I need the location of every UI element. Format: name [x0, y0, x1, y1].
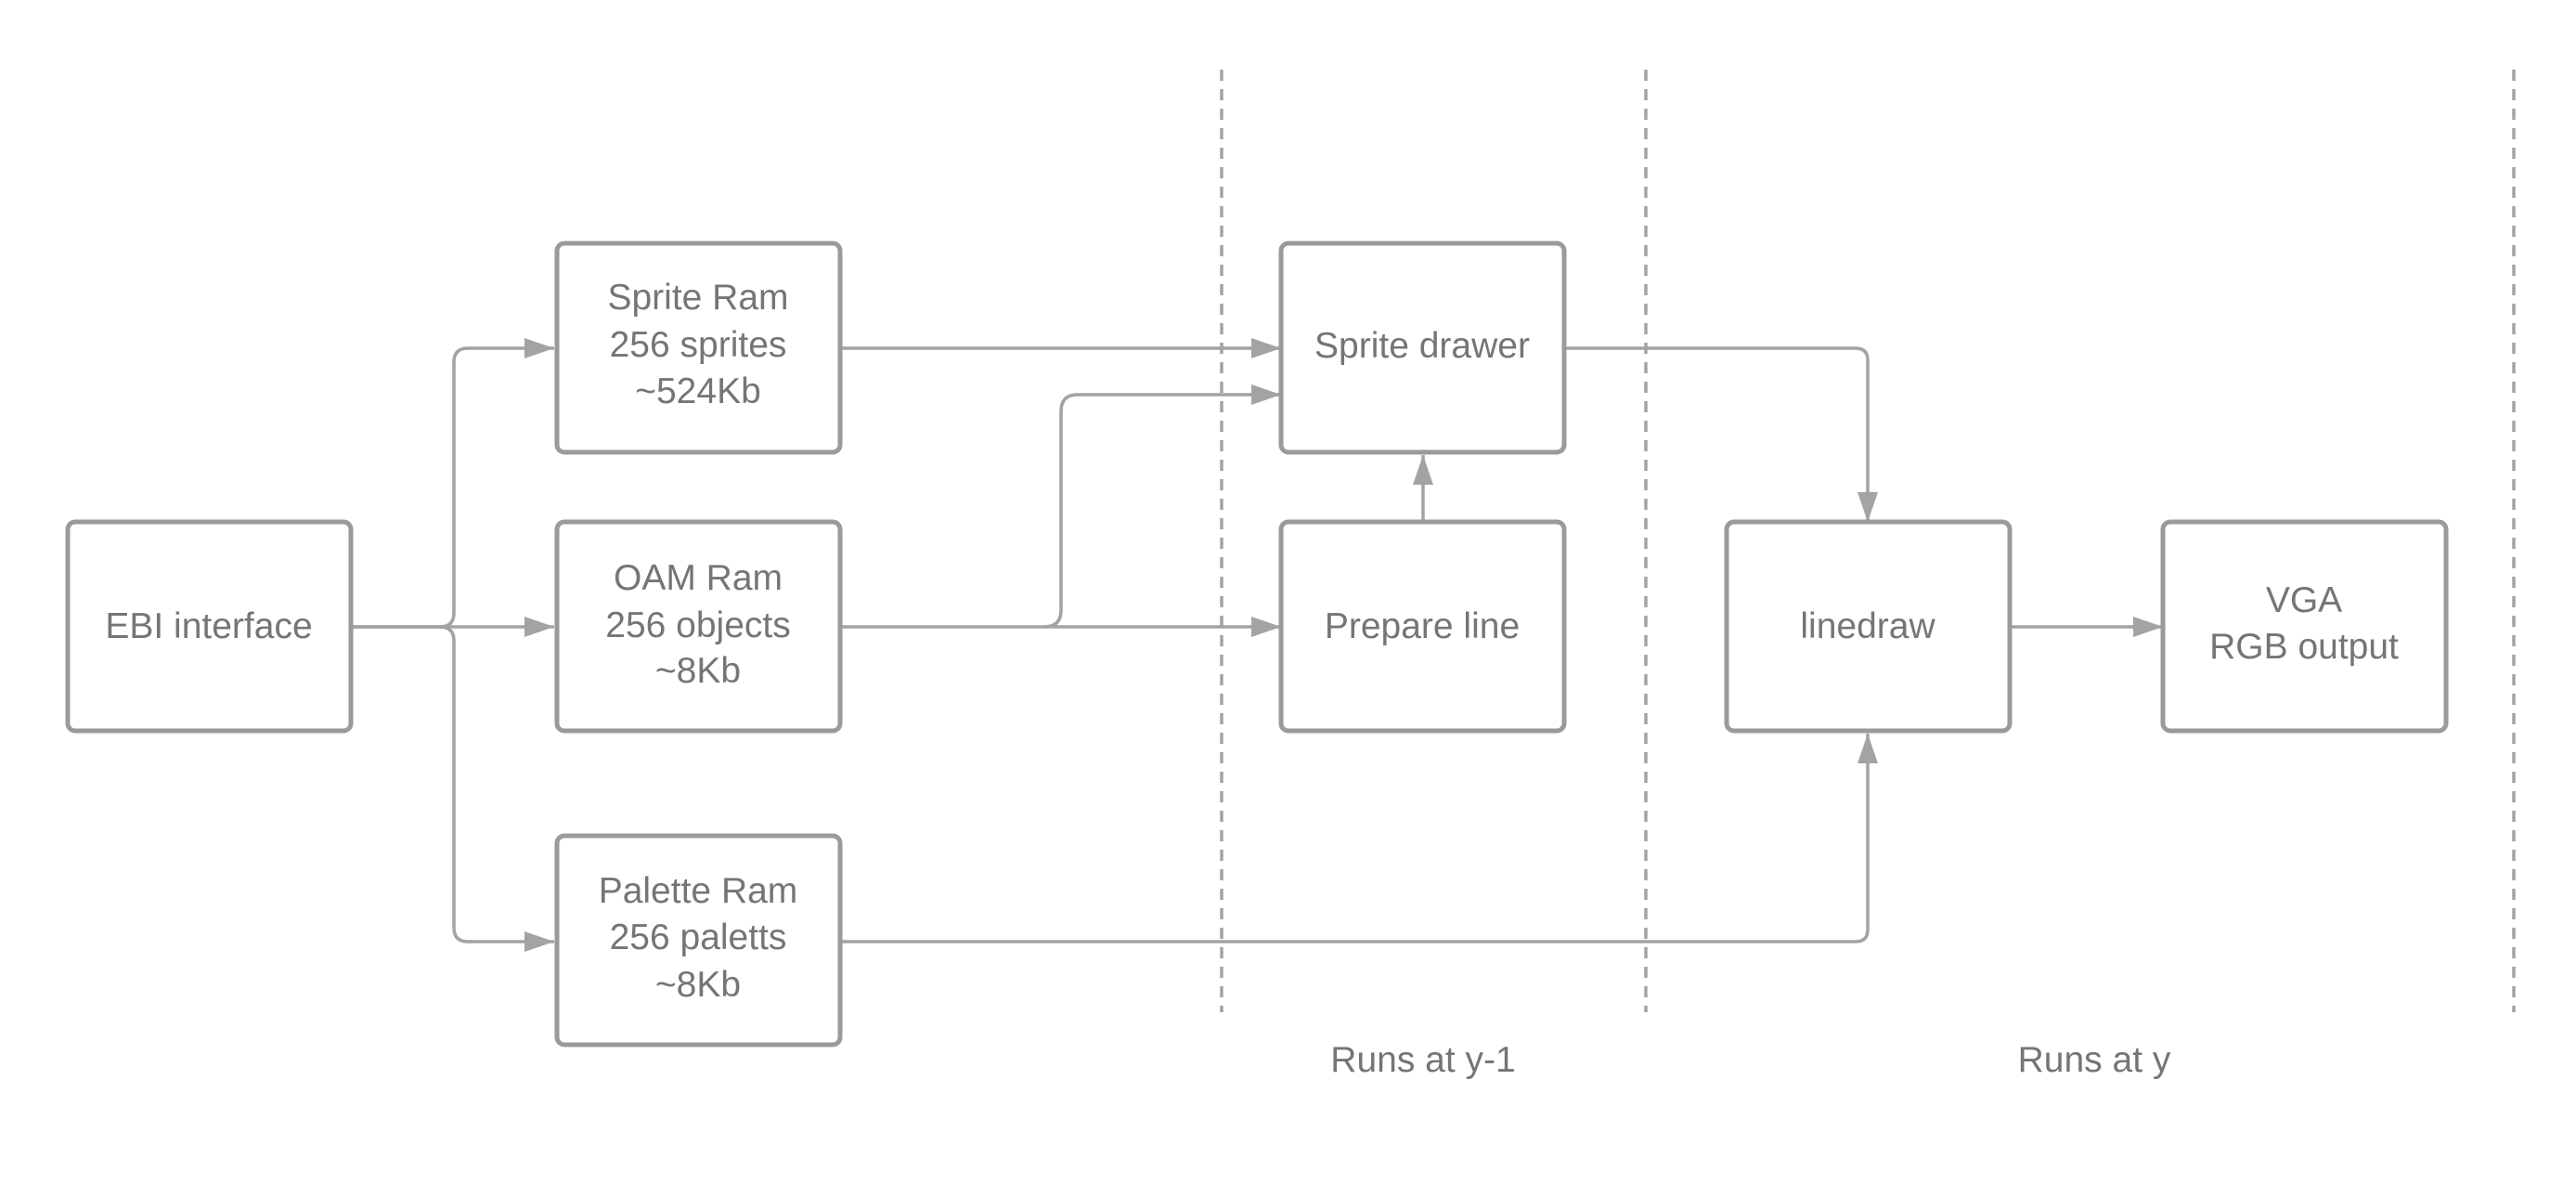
edge-oam-ram-to-sprite-drawer	[1043, 384, 1281, 629]
node-linedraw[interactable]: linedraw	[1724, 519, 2013, 734]
node-label: Prepare line	[1325, 606, 1520, 646]
region-label-y: Runs at y	[2018, 1040, 2171, 1080]
node-sprite-ram[interactable]: Sprite Ram 256 sprites ~524Kb	[554, 241, 843, 455]
node-label-line-1: Palette Ram	[599, 871, 798, 911]
node-ebi-interface[interactable]: EBI interface	[65, 519, 354, 734]
node-label-line-1: VGA	[2266, 580, 2342, 620]
node-label-line-2: 256 sprites	[610, 325, 787, 365]
edge-ebi-to-sprite-ram	[351, 338, 554, 629]
node-label-line-2: RGB output	[2209, 627, 2399, 667]
node-oam-ram[interactable]: OAM Ram 256 objects ~8Kb	[554, 519, 843, 734]
node-prepare-line[interactable]: Prepare line	[1278, 519, 1567, 734]
stage-dividers	[1220, 70, 2516, 1012]
node-label: EBI interface	[105, 606, 312, 646]
node-label-line-1: Sprite Ram	[607, 278, 788, 318]
node-palette-ram[interactable]: Palette Ram 256 paletts ~8Kb	[554, 833, 843, 1047]
node-label-line-2: 256 paletts	[610, 917, 787, 957]
edge-sprite-drawer-to-linedraw	[1564, 346, 1878, 522]
node-label-line-3: ~524Kb	[635, 371, 761, 411]
node-label: linedraw	[1800, 606, 1935, 646]
node-label-line-3: ~8Kb	[655, 965, 741, 1005]
node-label-line-1: OAM Ram	[614, 558, 783, 598]
node-label: Sprite drawer	[1314, 326, 1530, 366]
node-label-line-3: ~8Kb	[655, 651, 741, 691]
connectors	[351, 338, 2163, 952]
edge-ebi-to-palette-ram	[439, 625, 554, 952]
node-vga-output[interactable]: VGA RGB output	[2160, 519, 2449, 734]
node-sprite-drawer[interactable]: Sprite drawer	[1278, 241, 1567, 455]
edge-palette-ram-to-linedraw	[840, 734, 1878, 943]
region-label-y-minus-1: Runs at y-1	[1330, 1040, 1515, 1080]
node-label-line-2: 256 objects	[605, 605, 790, 645]
